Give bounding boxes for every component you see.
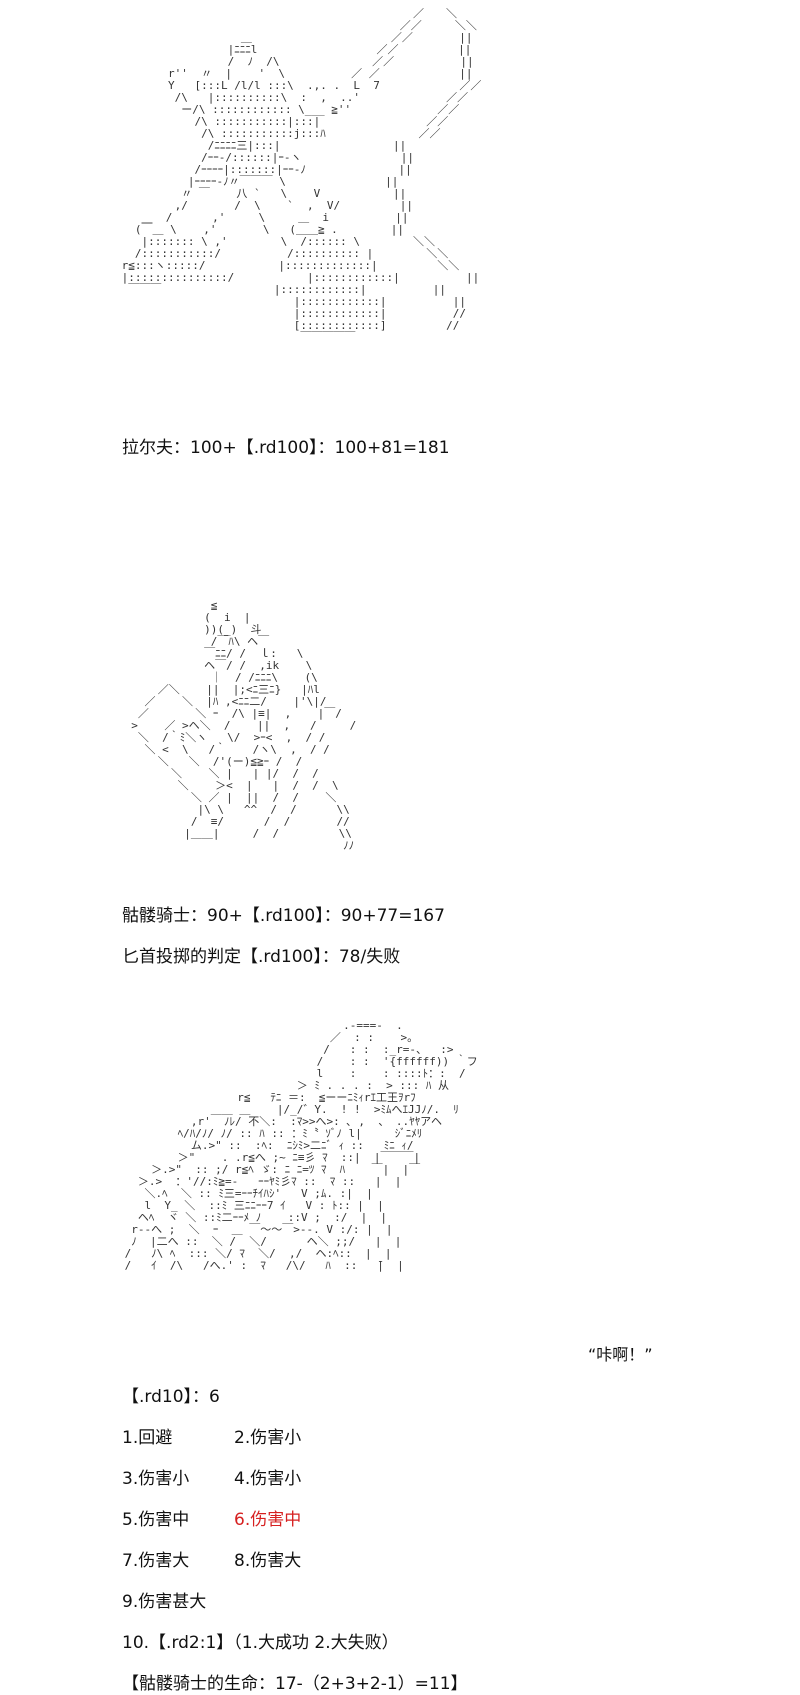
outcome-row-2: 3.伤害小 4.伤害小 — [122, 1468, 301, 1490]
scream-quote: “咔啊！” — [588, 1345, 653, 1364]
skeleton-knight-ascii-art: ≦￣ ( i | ))(_) 斗 /￣ﾊ\ ヘ￣ ￣ﾆﾆ/ / ｌ: \ ヘ￣/… — [131, 600, 357, 852]
outcome-5: 5.伤害中 — [122, 1510, 190, 1530]
outcome-1: 1.回避 — [122, 1428, 173, 1448]
outcome-4: 4.伤害小 — [234, 1469, 302, 1489]
outcome-3: 3.伤害小 — [122, 1469, 190, 1489]
outcome-row-5: 9.伤害甚大 — [122, 1592, 207, 1612]
outcome-row-3: 5.伤害中 6.伤害中 — [122, 1509, 301, 1531]
outcome-2: 2.伤害小 — [234, 1428, 302, 1448]
whip-fighter-ascii-art: ／￣￣＼ ／／ ＼＼ ＿ ／／ || |ﾆﾆﾆl ／／ || / ﾉ /\ — [121, 8, 482, 344]
skeleton-roll-line: 骷髅骑士：90+【.rd100】：90+77=167 — [122, 906, 445, 926]
skeleton-hp-line: 【骷髅骑士的生命：17-（2+3+2-1）=11】 — [122, 1674, 468, 1694]
outcome-7: 7.伤害大 — [122, 1551, 190, 1571]
outcome-row-1: 1.回避 2.伤害小 — [122, 1427, 301, 1449]
outcome-6-selected: 6.伤害中 — [234, 1510, 302, 1530]
ralph-roll-line: 拉尔夫：100+【.rd100】：100+81=181 — [122, 438, 450, 458]
rd10-roll-line: 【.rd10】：6 — [122, 1387, 220, 1407]
dagger-roll-line: 匕首投掷的判定【.rd100】：78/失败 — [122, 947, 401, 967]
outcome-row-4: 7.伤害大 8.伤害大 — [122, 1550, 301, 1572]
outcome-row-6: 10.【.rd2:1】（1.大成功 2.大失败） — [122, 1633, 399, 1653]
horse-rider-ascii-art: .-===- . ／ : : >。 / : : :_r=-、 :> / : : … — [124, 1020, 478, 1272]
outcome-8: 8.伤害大 — [234, 1551, 302, 1571]
